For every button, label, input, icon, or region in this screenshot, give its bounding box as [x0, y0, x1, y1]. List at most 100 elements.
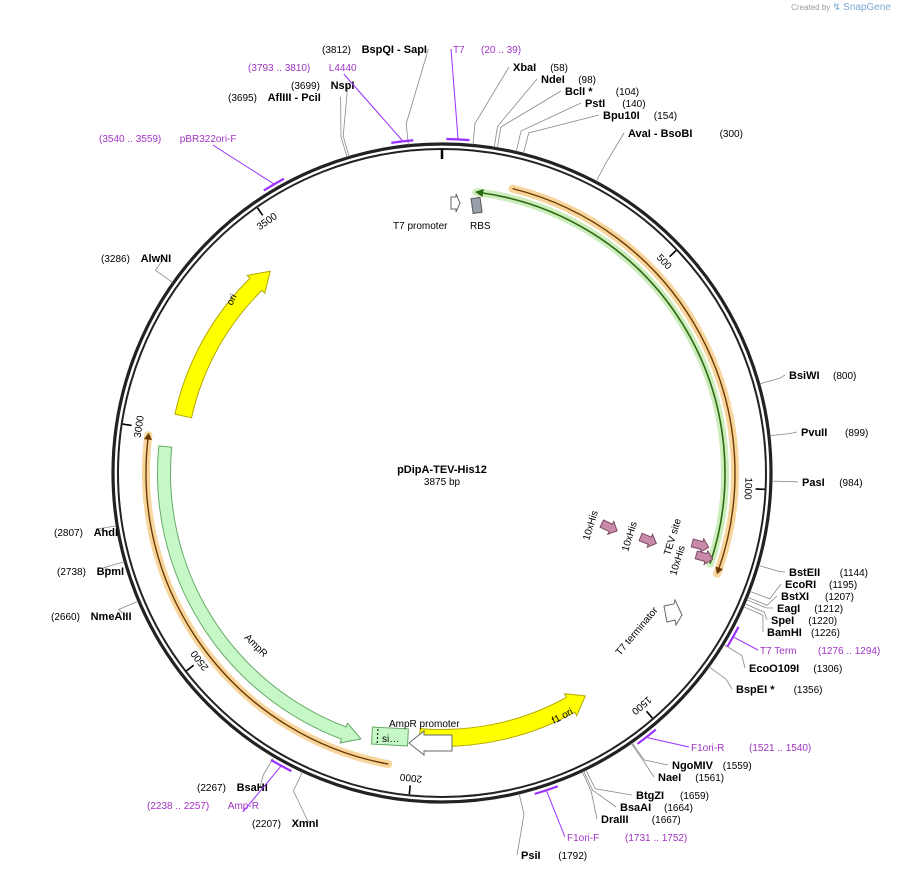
- site-position: (899): [845, 428, 868, 439]
- site-nmeaiii: (2660)NmeAIII: [51, 600, 139, 623]
- primer-l4440: (3793 .. 3810) L4440: [248, 63, 414, 144]
- site-naei: NaeI(1561): [630, 743, 724, 784]
- primer-range: (3793 .. 3810): [248, 63, 310, 74]
- site-position: (1220): [808, 616, 837, 627]
- primer-range: (20 .. 39): [481, 45, 521, 56]
- site-name: NgoMIV: [672, 760, 714, 772]
- site-position: (1144): [840, 568, 868, 579]
- site-leader: [749, 583, 782, 600]
- t7-promoter-arrow: [450, 193, 461, 213]
- tick-mark: [186, 664, 195, 672]
- site-position: (3812): [322, 45, 351, 56]
- site-position: (2207): [252, 819, 281, 830]
- site-name: BclI *: [565, 86, 593, 98]
- primer-bar: [636, 728, 657, 745]
- site-alwni: (3286)AlwNI: [101, 253, 173, 283]
- site-ecori: EcoRI(1195): [749, 579, 857, 600]
- site-name: PvuII: [801, 427, 827, 439]
- site-name: BstXI: [781, 591, 809, 603]
- primer-name: F1ori-F: [567, 833, 599, 844]
- site-name: BspQI - SapI: [362, 44, 427, 56]
- site-name: AflIII - PciI: [268, 92, 321, 104]
- f1-ori-arrow: [418, 693, 587, 747]
- site-position: (2738): [57, 567, 86, 578]
- site-position: (1792): [558, 851, 587, 862]
- site-leader: [342, 84, 350, 157]
- site-ahdi: (2807)AhdI: [54, 525, 118, 539]
- snapgene-credit: Created by ↯ SnapGene: [791, 2, 891, 13]
- primer-name: Amp-R: [228, 801, 259, 812]
- primer-name: L4440: [329, 63, 357, 74]
- site-leader: [523, 114, 600, 154]
- t7-terminator-shape: [663, 598, 683, 627]
- label-t7-terminator: T7 terminator: [614, 605, 661, 658]
- primer-range: (1276 .. 1294): [818, 646, 880, 657]
- site-name: Bpu10I: [603, 110, 640, 122]
- credit-prefix: Created by: [791, 3, 831, 12]
- site-bsaai: BsaAI(1664): [583, 770, 693, 814]
- site-ecoo109i: EcoO109I (1306): [723, 644, 842, 675]
- site-name: EagI: [777, 603, 800, 615]
- label-his-1: 10xHis: [581, 509, 600, 541]
- site-leader: [154, 257, 173, 283]
- site-bsteii: BstEII (1144): [758, 565, 868, 579]
- site-leader: [631, 742, 669, 766]
- ampr-orf-arrowhead: [143, 432, 152, 441]
- features: [142, 184, 739, 769]
- site-leader: [744, 603, 768, 621]
- site-spei: SpeI(1220): [744, 603, 837, 627]
- site-avai-bsobi: AvaI - BsoBI(300): [595, 128, 743, 182]
- primer-leader: [212, 144, 274, 185]
- site-position: (1207): [825, 592, 854, 603]
- ampr-orf-glow: [142, 431, 393, 769]
- his-tag-arrow: [694, 549, 714, 566]
- site-bsiwi: BsiWI(800): [759, 370, 856, 385]
- plasmid-length: 3875 bp: [424, 477, 461, 488]
- tick-label: 2000: [399, 771, 423, 784]
- site-name: BsaAI: [620, 802, 651, 814]
- site-name: BamHI: [767, 627, 802, 639]
- site-leader: [585, 769, 633, 796]
- site-position: (984): [839, 478, 862, 489]
- site-draiii: DraIII(1667): [581, 771, 681, 826]
- site-leader: [515, 102, 582, 152]
- site-position: (3286): [101, 254, 130, 265]
- restriction-sites: XbaI(58)NdeI(98)BclI *(104)PstI(140)Bpu1…: [51, 44, 868, 862]
- site-leader: [340, 96, 348, 158]
- site-name: BtgZI: [636, 790, 664, 802]
- site-name: DraIII: [601, 814, 629, 826]
- site-leader: [95, 525, 117, 533]
- primers: T7(20 .. 39)(3793 .. 3810)L4440(3540 .. …: [99, 45, 880, 844]
- tick-mark: [122, 423, 132, 427]
- label-ampr-promoter: AmpR promoter: [389, 719, 460, 730]
- rbs-box: [470, 196, 483, 215]
- site-leader: [102, 561, 125, 572]
- primer-leader: [343, 73, 403, 141]
- site-position: (1659): [680, 791, 709, 802]
- primer-range: (1521 .. 1540): [749, 743, 811, 754]
- site-leader: [746, 599, 774, 609]
- green-feature-arrowhead: [474, 189, 484, 197]
- tick-mark: [669, 249, 677, 258]
- label-his-2: 10xHis: [620, 520, 639, 552]
- site-position: (140): [622, 99, 645, 110]
- primer-bar: [263, 177, 285, 192]
- site-name: EcoO109I: [749, 663, 799, 675]
- tick-mark: [256, 207, 264, 216]
- site-xmni: (2207)XmnI: [252, 771, 319, 830]
- site-position: (1561): [695, 773, 724, 784]
- site-pasi: PasI(984): [771, 477, 863, 489]
- site-name: BsiWI: [789, 370, 820, 382]
- tev-site-arrow: [690, 537, 710, 554]
- site-position: (1306): [813, 664, 842, 675]
- site-position: (1195): [829, 580, 857, 591]
- plasmid-name: pDipA-TEV-His12: [397, 464, 487, 476]
- tick-label: 1000: [741, 477, 753, 500]
- primer-name: F1ori-R: [691, 743, 724, 754]
- site-name: NdeI: [541, 74, 565, 86]
- primer-name: T7 Term: [760, 646, 797, 657]
- site-leader: [595, 132, 625, 182]
- site-pvuii: PvuII (899): [769, 427, 868, 439]
- site-name: BstEII: [789, 567, 820, 579]
